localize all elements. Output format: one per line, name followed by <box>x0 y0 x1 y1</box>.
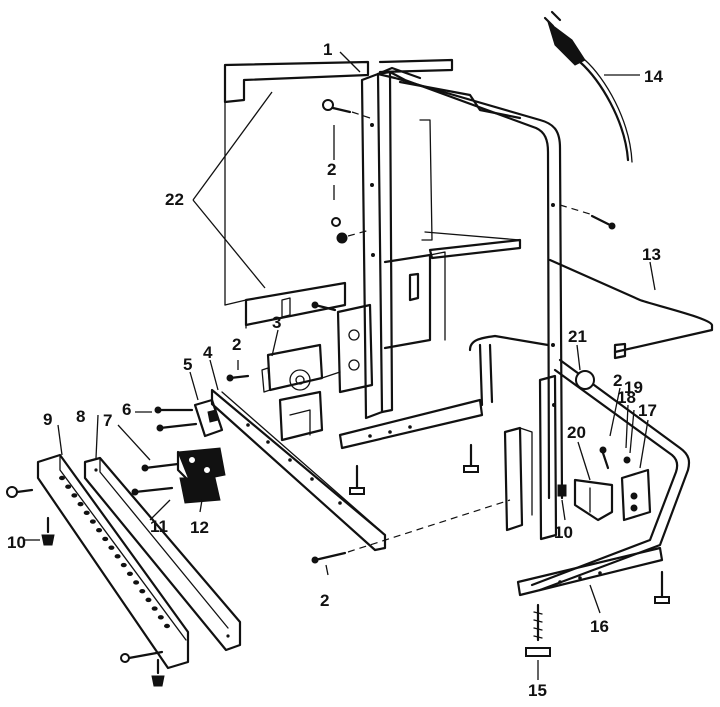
leveling-leg-15 <box>525 603 551 657</box>
label-8: 8 <box>76 407 85 426</box>
label-9: 9 <box>43 410 52 429</box>
switch-bracket <box>176 447 226 504</box>
perforation-hole <box>108 545 115 550</box>
label-2-bottom: 2 <box>320 591 329 610</box>
label-16: 16 <box>590 617 609 636</box>
label-1: 1 <box>323 40 332 59</box>
perforation-hole <box>151 606 158 611</box>
clip-20 <box>573 478 614 522</box>
label-3: 3 <box>272 313 281 332</box>
main-frame <box>360 66 564 541</box>
leveling-legs <box>349 443 670 604</box>
label-2-left: 2 <box>232 335 241 354</box>
screw-19 <box>599 446 631 470</box>
perforation-hole <box>145 597 152 603</box>
front-rail <box>210 388 387 552</box>
perforation-hole <box>59 475 65 481</box>
label-2-top: 2 <box>327 160 336 179</box>
leader-lines <box>25 51 656 680</box>
screws-10-left <box>6 486 55 546</box>
perforation-hole <box>126 571 133 576</box>
label-11: 11 <box>150 517 168 536</box>
screws-7 <box>131 462 180 496</box>
perforation-hole <box>71 493 78 498</box>
label-19: 19 <box>624 378 643 397</box>
perforation-hole <box>77 501 84 507</box>
label-22: 22 <box>165 190 184 209</box>
grommet-21 <box>575 370 595 390</box>
label-6: 6 <box>122 400 131 419</box>
screws-6 <box>154 406 198 432</box>
label-15: 15 <box>528 681 547 700</box>
label-18: 18 <box>617 388 636 407</box>
perforation-hole <box>120 562 127 568</box>
stabilizer-rod <box>548 258 714 360</box>
side-bracket <box>503 426 533 532</box>
label-12: 12 <box>190 518 209 537</box>
door-switch <box>193 398 224 438</box>
screws-2 <box>226 99 616 564</box>
label-10-left: 10 <box>7 533 26 552</box>
kick-plate <box>83 456 242 652</box>
perforation-hole <box>114 554 121 559</box>
label-5: 5 <box>183 355 192 374</box>
perforation-hole <box>164 623 170 629</box>
perforation-hole <box>89 519 96 524</box>
access-panel <box>36 453 190 670</box>
perforation-hole <box>83 510 90 516</box>
perforation-hole <box>102 536 109 542</box>
base-rail-right <box>338 334 550 450</box>
label-10-right: 10 <box>554 523 573 542</box>
label-17: 17 <box>638 401 657 420</box>
label-2-right: 2 <box>613 371 622 390</box>
label-20: 20 <box>567 423 586 442</box>
back-panel <box>223 58 454 350</box>
perforation-hole <box>65 484 72 489</box>
screws-bottom-left <box>120 650 165 687</box>
label-14: 14 <box>644 67 663 86</box>
power-cord <box>543 10 633 163</box>
label-4: 4 <box>203 343 213 362</box>
side-rod <box>516 358 691 597</box>
screw-10-right <box>557 484 567 497</box>
bracket-17 <box>620 468 652 522</box>
label-21: 21 <box>568 327 587 346</box>
part-labels: 1 2 2 2 2 3 4 5 6 7 8 9 10 10 11 12 13 1… <box>7 40 663 700</box>
label-13: 13 <box>642 245 661 264</box>
perforation-hole <box>139 588 146 594</box>
perforation-hole <box>96 528 103 533</box>
perforation-hole <box>133 580 140 585</box>
water-valve <box>261 303 374 442</box>
perforation-hole <box>157 615 164 620</box>
label-7: 7 <box>103 411 112 430</box>
